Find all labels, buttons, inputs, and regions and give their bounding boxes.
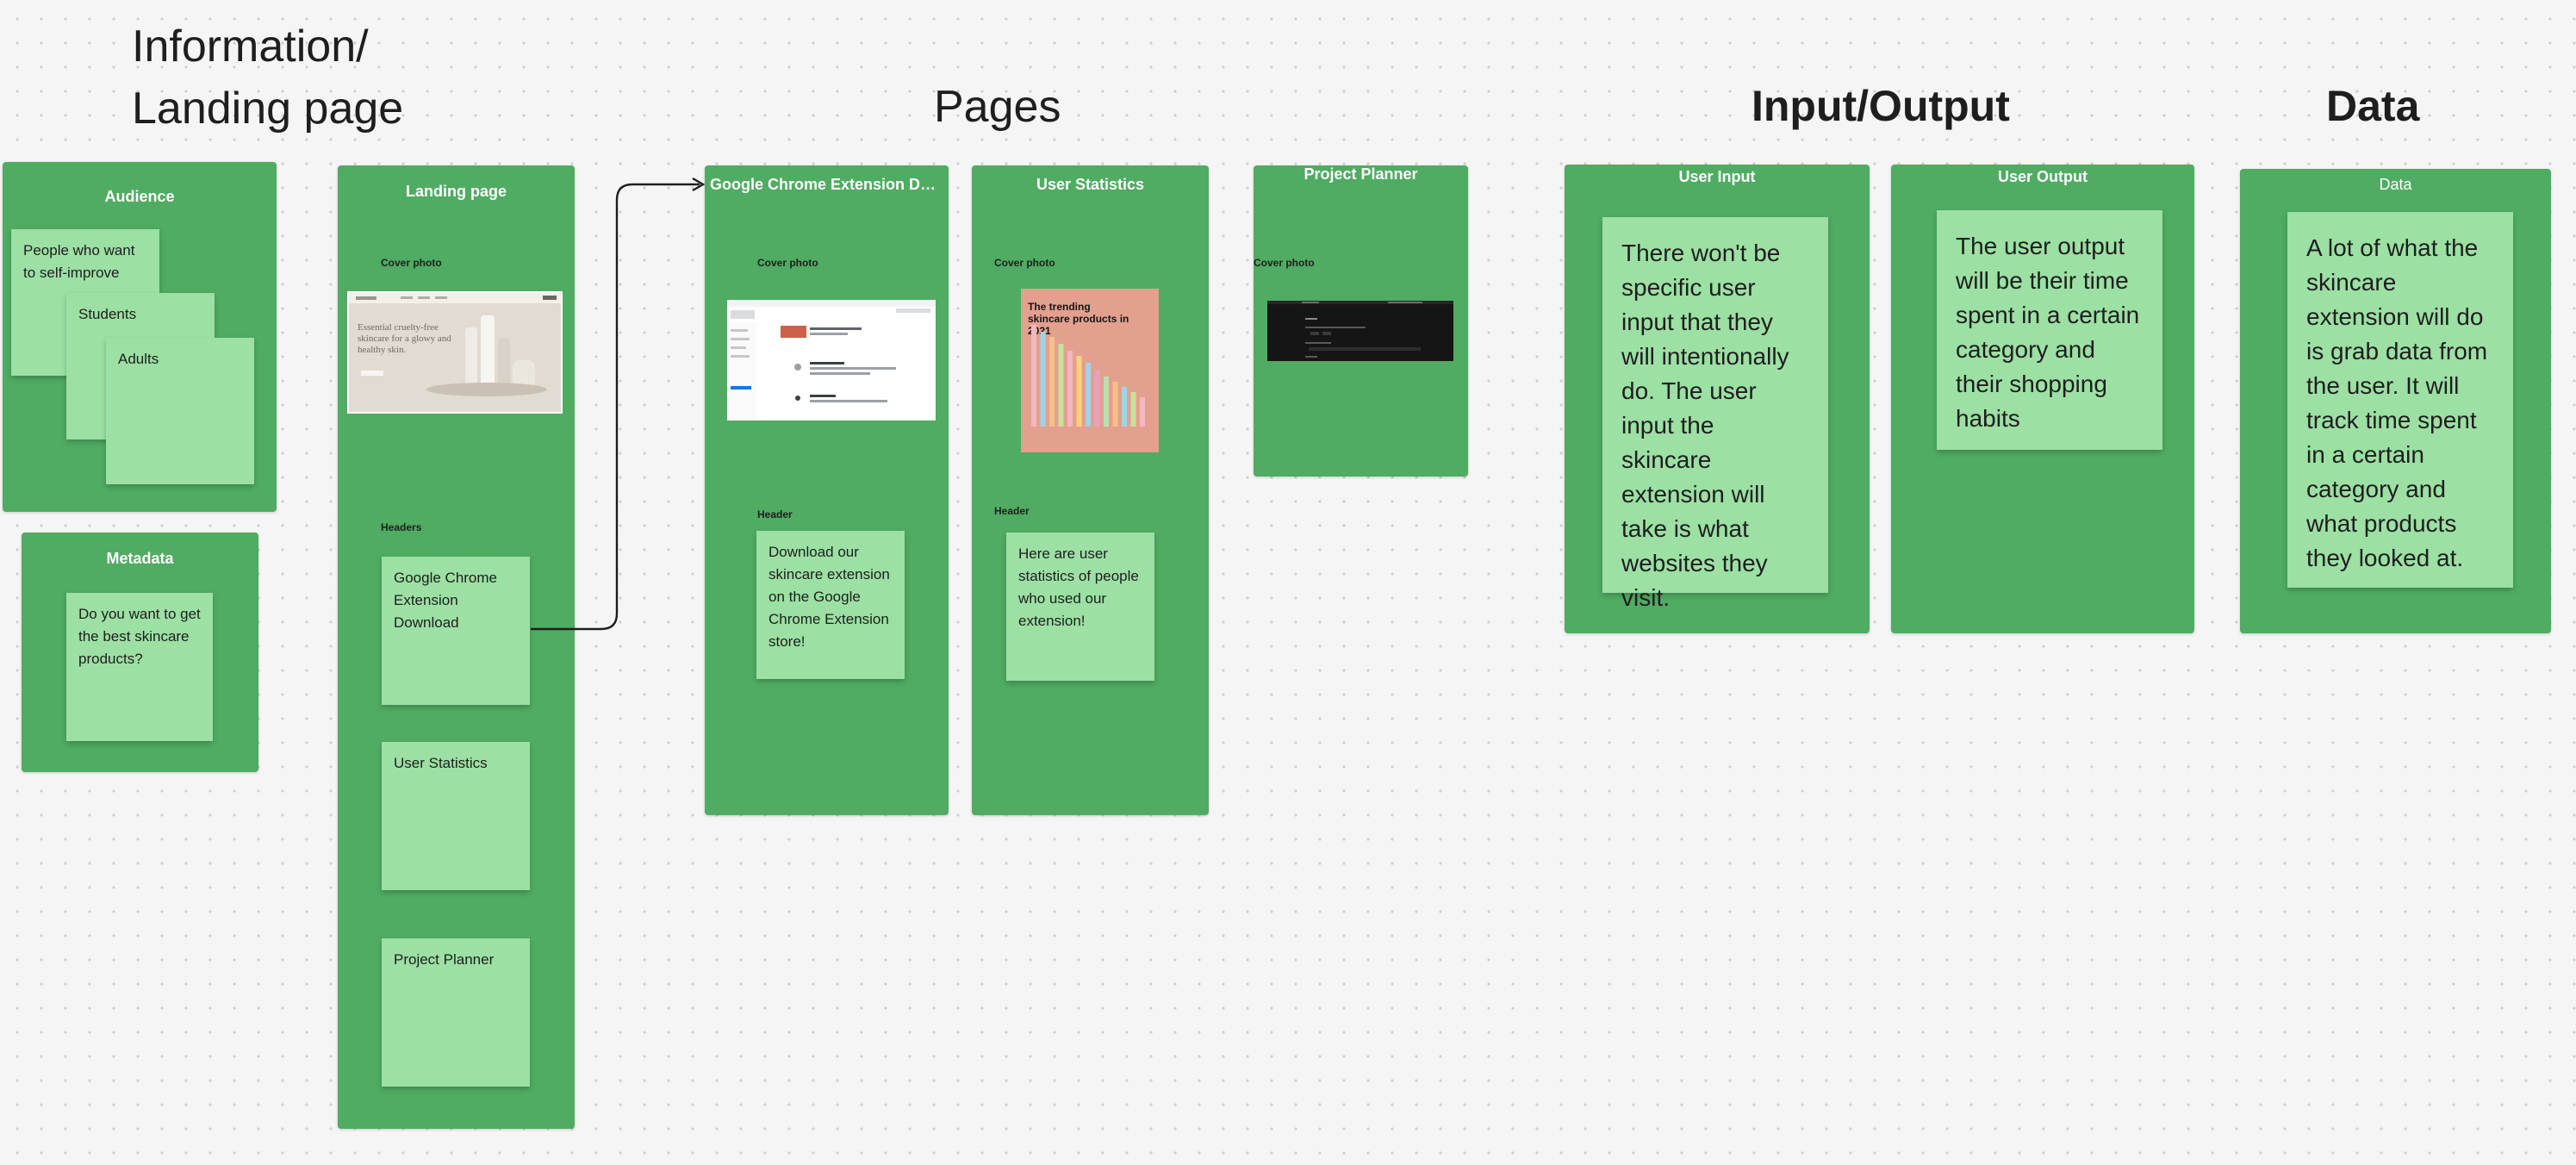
metadata-note[interactable]: Do you want to get the best skincare pro… <box>66 593 213 741</box>
stats-cover-bar <box>1122 387 1127 427</box>
chrome-store-screenshot <box>727 300 936 421</box>
stats-cover-bar <box>1031 325 1036 427</box>
stats-cover-bar <box>1104 377 1109 427</box>
planner-page-section[interactable]: Project Planner Cover photo <box>1254 165 1468 477</box>
chrome-page-title: Google Chrome Extension Dow... <box>710 176 949 193</box>
heading-data: Data <box>2326 82 2420 130</box>
data-section[interactable]: Data A lot of what the skincare extensio… <box>2240 169 2551 633</box>
stats-header-note-text: Here are user statistics of people who u… <box>1018 545 1139 629</box>
stats-cover-label: Cover photo <box>994 257 1055 269</box>
stats-cover-bar <box>1067 351 1073 427</box>
metadata-title: Metadata <box>106 550 174 567</box>
landing-cover-photo[interactable]: Essential cruelty-free skincare for a gl… <box>347 291 563 414</box>
planner-cover-photo[interactable] <box>1267 301 1453 361</box>
user-input-note[interactable]: There won't be specific user input that … <box>1602 217 1828 611</box>
heading-input-output: Input/Output <box>1752 82 2010 130</box>
planner-cover-label: Cover photo <box>1254 257 1315 269</box>
audience-note-adults[interactable]: Adults <box>106 338 254 484</box>
planner-page-title: Project Planner <box>1304 165 1418 183</box>
header-note-text: User Statistics <box>394 755 488 771</box>
heading-information-line2: Landing page <box>132 84 404 134</box>
stats-cover-bar <box>1058 344 1064 427</box>
landing-cover-label: Cover photo <box>381 257 442 269</box>
chrome-cover-label: Cover photo <box>757 257 818 269</box>
stats-header-note[interactable]: Here are user statistics of people who u… <box>1006 533 1154 681</box>
stats-cover-bar <box>1112 382 1118 427</box>
header-note-chrome-download[interactable]: Google Chrome Extension Download <box>382 557 530 705</box>
stats-cover-bar <box>1076 356 1082 427</box>
planner-dark-screenshot <box>1267 301 1453 361</box>
header-note-user-statistics[interactable]: User Statistics <box>382 742 530 890</box>
user-input-section[interactable]: User Input There won't be specific user … <box>1565 165 1870 633</box>
stats-cover-title: The trending skincare products in 2021 <box>1028 301 1129 337</box>
heading-pages: Pages <box>934 82 1061 132</box>
metadata-note-text: Do you want to get the best skincare pro… <box>78 606 201 667</box>
metadata-section[interactable]: Metadata Do you want to get the best ski… <box>22 533 258 772</box>
chrome-header-label: Header <box>757 508 793 520</box>
user-output-note[interactable]: The user output will be their time spent… <box>1937 210 2162 450</box>
data-note[interactable]: A lot of what the skincare extension wil… <box>2287 212 2513 588</box>
audience-note-text: Adults <box>118 351 159 367</box>
header-note-project-planner[interactable]: Project Planner <box>382 938 530 1087</box>
user-input-title: User Input <box>1678 168 1756 185</box>
user-input-note-text: There won't be specific user input that … <box>1621 240 1789 611</box>
landing-page-section[interactable]: Landing page Cover photo Essential cruel… <box>338 165 575 1129</box>
audience-section[interactable]: Audience People who want to self-improve… <box>3 162 277 512</box>
landing-headers-label: Headers <box>381 521 422 533</box>
audience-note-text: Students <box>78 306 137 322</box>
stats-cover-photo[interactable]: The trending skincare products in 2021 <box>1021 289 1159 452</box>
stats-cover-bar <box>1094 370 1100 427</box>
user-output-title: User Output <box>1997 168 2088 185</box>
chrome-header-note[interactable]: Download our skincare extension on the G… <box>756 531 905 679</box>
stats-cover-bar <box>1140 397 1145 427</box>
heading-information: Information/ Landing page <box>132 16 403 140</box>
stats-page-section[interactable]: User Statistics Cover photo The trending… <box>972 165 1209 815</box>
header-note-text: Google Chrome Extension Download <box>394 570 498 631</box>
user-output-section[interactable]: User Output The user output will be thei… <box>1891 165 2194 633</box>
audience-title: Audience <box>104 188 175 205</box>
header-note-text: Project Planner <box>394 951 495 968</box>
landing-cover-text: Essential cruelty-free skincare for a gl… <box>358 322 451 355</box>
stats-cover-bar <box>1086 363 1091 427</box>
stats-bar-chart <box>1031 325 1145 427</box>
stats-header-label: Header <box>994 505 1030 517</box>
stats-cover-bar <box>1130 392 1136 427</box>
chrome-cover-photo[interactable] <box>727 300 936 421</box>
connector-arrow[interactable] <box>517 172 715 638</box>
data-section-title: Data <box>2379 176 2412 193</box>
chrome-page-section[interactable]: Google Chrome Extension Dow... Cover pho… <box>705 165 949 815</box>
landing-cover-image <box>349 293 561 412</box>
audience-note-text: People who want to self-improve <box>23 242 135 281</box>
data-note-text: A lot of what the skincare extension wil… <box>2306 234 2488 571</box>
stats-cover-bar <box>1049 337 1055 427</box>
heading-information-line1: Information/ <box>132 22 369 72</box>
stats-page-title: User Statistics <box>1036 176 1145 193</box>
chrome-header-note-text: Download our skincare extension on the G… <box>768 544 890 650</box>
stats-cover-bar <box>1040 332 1046 427</box>
user-output-note-text: The user output will be their time spent… <box>1956 233 2140 432</box>
